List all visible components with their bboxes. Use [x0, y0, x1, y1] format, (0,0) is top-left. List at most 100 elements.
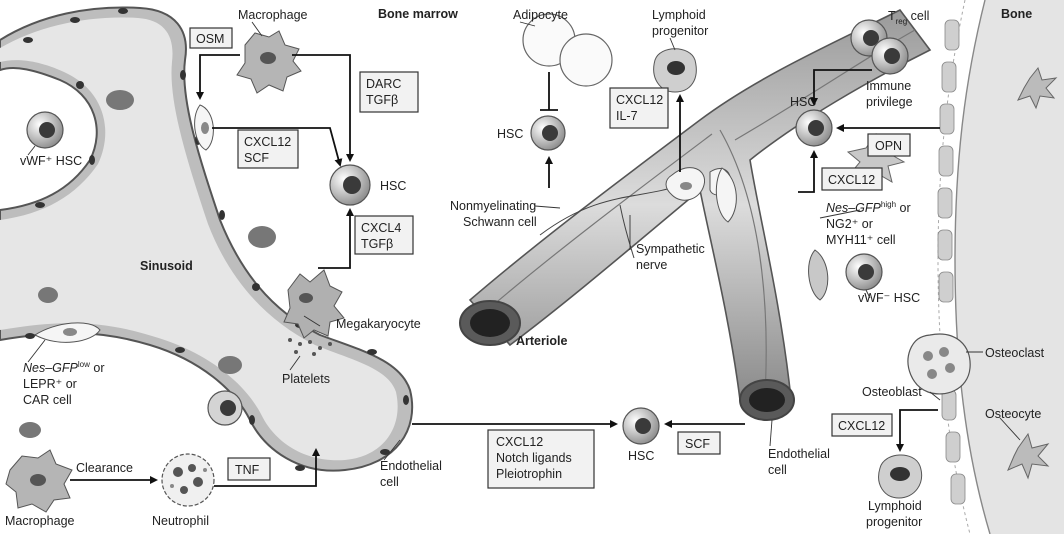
arrow-tnf	[214, 448, 320, 487]
endothelial-left-label-2: cell	[380, 475, 399, 489]
bone-region: Bone Osteocyte	[937, 0, 1064, 534]
osteoclast-cell	[907, 333, 971, 395]
osteoblast-label: Osteoblast	[862, 385, 922, 399]
nes-high-label-1: Nes–GFPhigh or	[826, 200, 911, 215]
arteriole-label: Arteriole	[516, 334, 567, 348]
nes-high-cell	[715, 167, 829, 301]
tgfb-label-2: TGFβ	[361, 237, 393, 251]
lymphoid-top-label-1: Lymphoid	[652, 8, 706, 22]
osm-box	[189, 27, 233, 49]
schwann-label-2: Schwann cell	[463, 215, 537, 229]
nes-high-label-3: MYH11⁺ cell	[826, 233, 896, 247]
osteocyte-label: Osteocyte	[985, 407, 1041, 421]
label-leader-lines	[27, 21, 1021, 461]
cxcl4-tgfb-box	[354, 215, 414, 255]
macrophage-top-label: Macrophage	[238, 8, 308, 22]
arrow-treg	[810, 69, 872, 106]
immune-label-2: privilege	[866, 95, 913, 109]
nes-high-text: Nes–GFP	[826, 201, 882, 215]
treg-sub: reg	[896, 17, 908, 26]
hsc-right-label: HSC	[790, 95, 816, 109]
cxcl12-notch-label-3: Pleiotrophin	[496, 467, 562, 481]
megakaryocyte-cell	[283, 269, 345, 339]
opn-box	[867, 133, 911, 157]
cxcl12-bottom-label: CXCL12	[838, 419, 885, 433]
vwf-plus-hsc-cell	[26, 111, 64, 149]
platelet-dots	[288, 338, 332, 356]
schwann-label-1: Nonmyelinating	[450, 199, 536, 213]
sinusoid-vessel: Sinusoid	[0, 6, 414, 472]
lymphoid-bottom-label-1: Lymphoid	[868, 499, 922, 513]
vwf-plus-hsc-label: vWF⁺ HSC	[20, 154, 82, 168]
cxcl12-notch-label-1: CXCL12	[496, 435, 543, 449]
cxcl12-il7-label-1: CXCL12	[616, 93, 663, 107]
treg-cells	[850, 19, 909, 75]
megakaryocyte-label: Megakaryocyte	[336, 317, 421, 331]
nes-high-label-2: NG2⁺ or	[826, 217, 873, 231]
arteriole-vessel: Arteriole	[459, 8, 932, 421]
endothelial-right-label-1: Endothelial	[768, 447, 830, 461]
nes-low-text: Nes–GFP	[23, 361, 79, 375]
tnf-label: TNF	[235, 463, 260, 477]
treg-t: T	[888, 9, 896, 23]
nes-low-superscript: low	[78, 360, 90, 369]
arrow-osm	[196, 54, 240, 100]
nes-low-label-3: CAR cell	[23, 393, 72, 407]
arrow-cxcl12-right	[798, 150, 818, 193]
hsc-center-label: HSC	[380, 179, 406, 193]
sympathetic-label-1: Sympathetic	[636, 242, 705, 256]
clearance-label: Clearance	[76, 461, 133, 475]
darc-tgfb-box	[359, 71, 419, 113]
osteoclast-label: Osteoclast	[985, 346, 1045, 360]
opn-label: OPN	[875, 139, 902, 153]
sinusoid-cells	[19, 90, 276, 438]
tnf-box	[227, 457, 271, 481]
arrow-cxcl12-bottom	[896, 409, 938, 452]
cxcl12-scf-label-1: CXCL12	[244, 135, 291, 149]
endothelial-right-label-2: cell	[768, 463, 787, 477]
arrow-cxcl12-scf	[212, 127, 343, 167]
nes-low-or: or	[90, 361, 105, 375]
cxcl12-right-label: CXCL12	[828, 173, 875, 187]
cxcl12-right-box	[821, 167, 883, 191]
scf-label: SCF	[685, 437, 710, 451]
lymphoid-bottom-label-2: progenitor	[866, 515, 922, 529]
nes-high-or: or	[896, 201, 911, 215]
hsc-right-cell	[795, 109, 833, 147]
hsc-adipo-label: HSC	[497, 127, 523, 141]
lymphoid-top-cell	[653, 48, 697, 93]
cxcl12-notch-box	[487, 429, 595, 489]
endothelial-left-label-1: Endothelial	[380, 459, 442, 473]
interaction-arrows	[70, 54, 940, 487]
neutrophil-cell	[161, 453, 215, 507]
immune-label-1: Immune	[866, 79, 911, 93]
bone-label: Bone	[1001, 7, 1032, 21]
osteocyte-cells	[1007, 66, 1058, 480]
scf-box	[677, 431, 721, 455]
hsc-center-cell	[329, 164, 371, 206]
neutrophil-label: Neutrophil	[152, 514, 209, 528]
cxcl12-scf-label-2: SCF	[244, 151, 269, 165]
treg-cell-text: cell	[907, 9, 929, 23]
adipocyte-label: Adipocyte	[513, 8, 568, 22]
arrow-darc	[292, 54, 354, 162]
lymphoid-bottom-cell	[878, 454, 922, 499]
nes-low-cell-top	[194, 104, 214, 151]
osm-label: OSM	[196, 32, 224, 46]
cxcl12-scf-box	[237, 129, 299, 169]
arrow-cxcl4	[318, 208, 354, 269]
darc-label: DARC	[366, 77, 401, 91]
hsc-adipo-cell	[530, 115, 566, 151]
macrophage-top	[236, 30, 302, 94]
nes-high-superscript: high	[881, 200, 896, 209]
macrophage-bottom-label: Macrophage	[5, 514, 75, 528]
cxcl12-il7-label-2: IL-7	[616, 109, 638, 123]
vwf-minus-hsc-label: vWF⁻ HSC	[858, 291, 920, 305]
cxcl12-il7-box	[609, 87, 669, 129]
sympathetic-label-2: nerve	[636, 258, 667, 272]
hsc-bottom-label: HSC	[628, 449, 654, 463]
nes-low-label-1: Nes–GFPlow or	[23, 360, 105, 375]
adipocyte-cells	[522, 13, 613, 87]
nes-low-label-2: LEPR⁺ or	[23, 377, 77, 391]
